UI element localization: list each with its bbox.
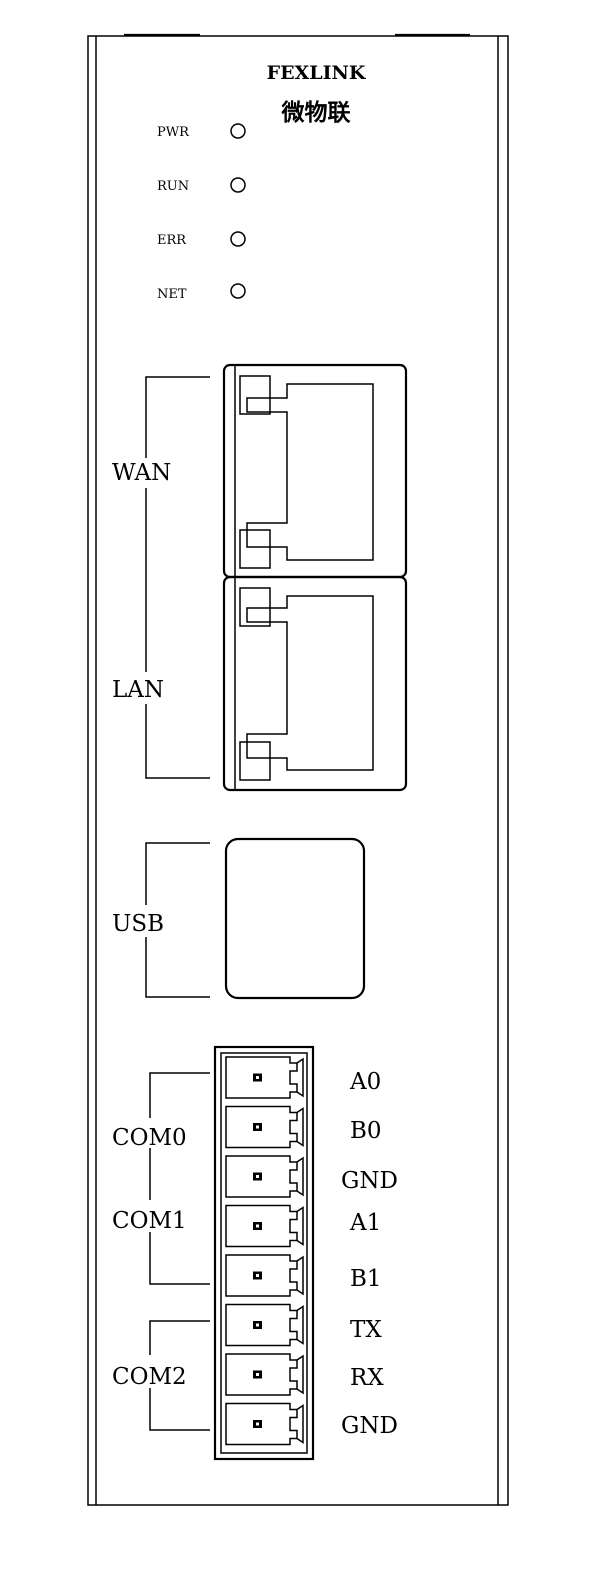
com1-label: COM1 — [112, 1208, 187, 1234]
usb-port — [224, 837, 366, 1000]
brand-name-cn: 微物联 — [281, 99, 351, 126]
led-indicators: PWR RUN ERR NET — [157, 123, 246, 302]
terminal-pin-cell — [225, 1056, 304, 1099]
terminal-pin-cell — [225, 1303, 304, 1347]
wan-label: WAN — [112, 460, 171, 486]
terminal-pin-cell — [225, 1204, 304, 1248]
led-label-pwr: PWR — [157, 125, 190, 140]
led-label-run: RUN — [157, 179, 189, 194]
brand-name-en: FEXLINK — [267, 62, 367, 84]
led-label-err: ERR — [157, 233, 187, 248]
pin-label-b1: B1 — [350, 1266, 382, 1292]
lan-rj45-port — [222, 575, 408, 792]
pin-label-a1: A1 — [349, 1210, 381, 1236]
usb-label: USB — [112, 911, 164, 937]
pin-label-tx: TX — [350, 1317, 382, 1343]
led-run-indicator — [230, 177, 246, 193]
led-err-indicator — [230, 231, 246, 247]
com-brackets — [149, 1072, 210, 1431]
terminal-pin-cell — [225, 1402, 304, 1446]
enclosure — [87, 33, 509, 1506]
com0-label: COM0 — [112, 1125, 187, 1151]
pin-label-a0: A0 — [349, 1069, 381, 1095]
terminal-pin-cell — [225, 1353, 304, 1396]
terminal-pin-cell — [225, 1105, 304, 1149]
led-pwr-indicator — [230, 123, 246, 139]
ethernet-bracket — [145, 376, 210, 779]
wan-rj45-port — [222, 363, 408, 579]
pin-label-gnd-1: GND — [341, 1168, 398, 1194]
pin-label-rx: RX — [350, 1365, 384, 1391]
usb-bracket — [145, 842, 210, 998]
com2-label: COM2 — [112, 1364, 187, 1390]
terminal-pin-cell — [225, 1254, 304, 1297]
pin-label-gnd-2: GND — [341, 1413, 398, 1439]
terminal-block — [213, 1045, 315, 1461]
pin-label-b0: B0 — [350, 1118, 382, 1144]
led-label-net: NET — [157, 287, 187, 302]
lan-label: LAN — [112, 677, 164, 703]
terminal-pin-cell — [225, 1155, 304, 1198]
led-net-indicator — [230, 283, 246, 299]
